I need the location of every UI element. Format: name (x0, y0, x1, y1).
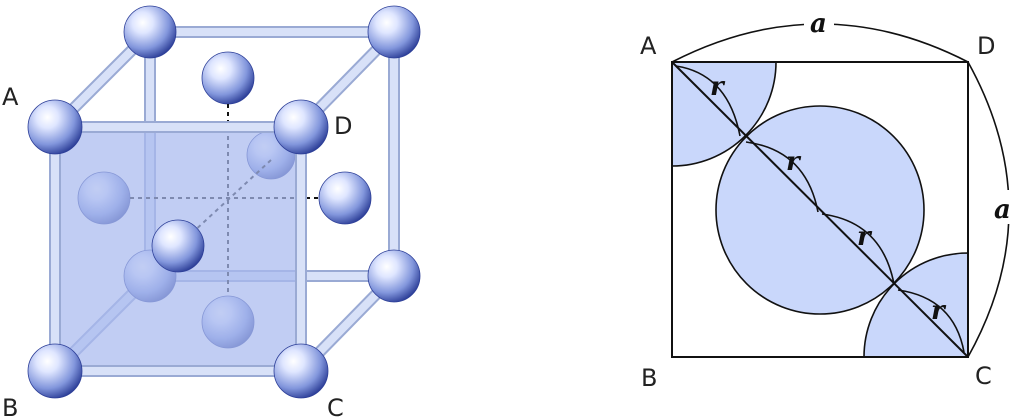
square-label-b: B (641, 364, 657, 392)
atom-corner-back-top-left (123, 5, 177, 59)
cube-label-d: D (334, 112, 352, 140)
face-square (671, 61, 969, 358)
radius-brackets (675, 65, 965, 353)
fcc-unit-cell: A D B C (2, 5, 421, 419)
diagonal-ac (671, 61, 969, 358)
cube-label-a: A (2, 83, 19, 111)
radius-label-4: r (931, 296, 947, 326)
front-frame-rods (49, 121, 307, 377)
radius-bracket (745, 141, 819, 213)
radius-bracket (897, 289, 965, 353)
cube-label-c: C (327, 394, 344, 419)
square-label-c: C (975, 362, 992, 390)
square-label-a: A (640, 32, 657, 60)
atom-corner-c (273, 343, 329, 399)
radius-label-3: r (857, 222, 873, 252)
face-cross-section: a a r r r r A D B C (640, 9, 1016, 392)
side-label-top: a (810, 9, 827, 39)
side-label-right: a (994, 195, 1011, 225)
radius-label-1: r (710, 72, 726, 102)
label-bg-right (990, 190, 1016, 224)
square-label-d: D (977, 32, 995, 60)
atom-corner-b (27, 343, 83, 399)
atom-corner-d (273, 99, 329, 155)
atom-face-top (201, 51, 255, 105)
radius-label-2: r (786, 147, 802, 177)
label-bg-top (804, 10, 834, 40)
radius-bracket (821, 213, 895, 285)
radius-bracket (675, 65, 741, 137)
atom-corner-back-top-right (367, 5, 421, 59)
atom-corner-a (27, 99, 83, 155)
atom-face-front (151, 219, 205, 273)
cube-label-b: B (2, 394, 18, 419)
atom-face-right (318, 171, 372, 225)
atom-corner-back-bottom-right (367, 249, 421, 303)
